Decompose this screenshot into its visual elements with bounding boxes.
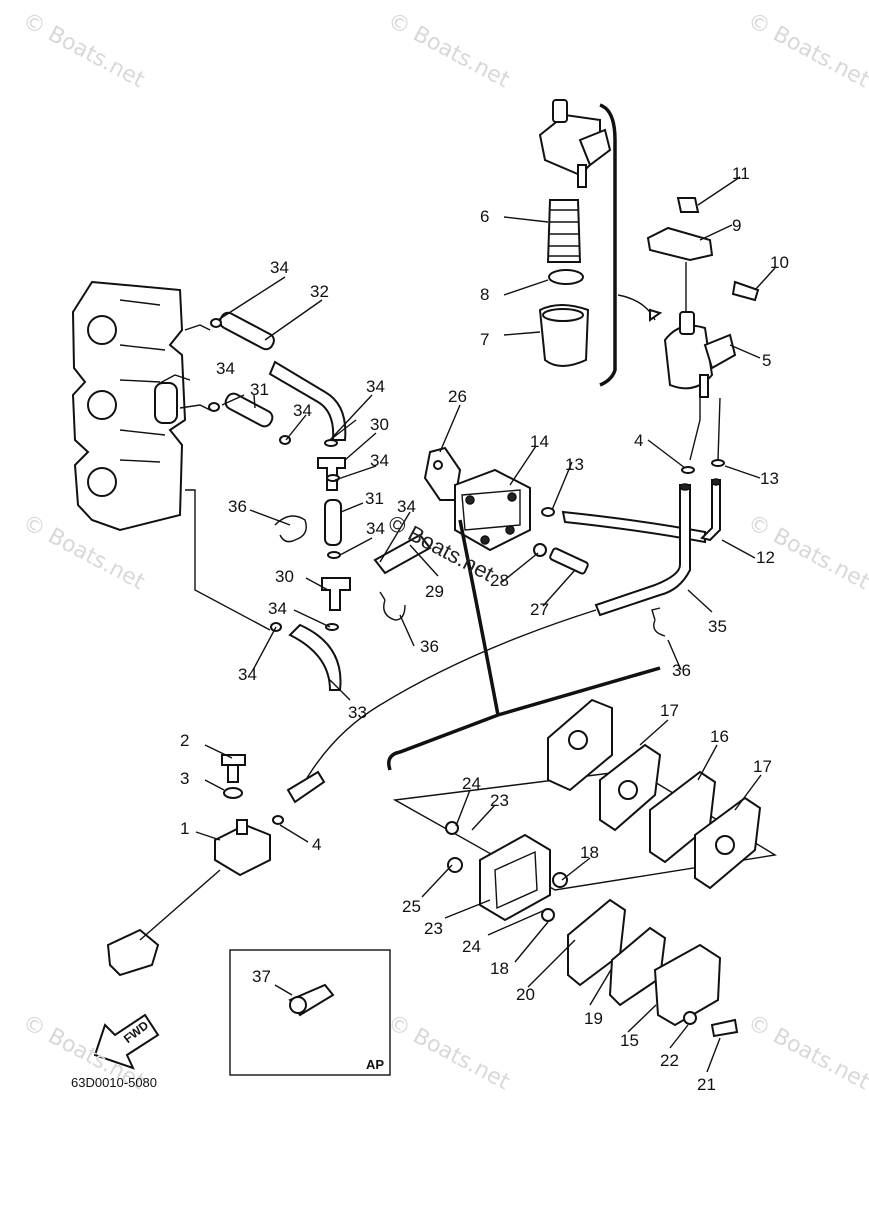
- clips-36: [274, 515, 666, 637]
- callout-label: 37: [252, 967, 271, 986]
- callout-label: 26: [448, 387, 467, 406]
- callout-label: 6: [480, 207, 489, 226]
- callout-label: 9: [732, 216, 741, 235]
- fuel-pump-assembly: [373, 446, 589, 575]
- callout-label: 27: [530, 600, 549, 619]
- primer-parts: [106, 754, 326, 977]
- callout-label: 15: [620, 1031, 639, 1050]
- callout-label: 33: [348, 703, 367, 722]
- callout-label: 13: [760, 469, 779, 488]
- callout-label: 34: [270, 258, 289, 277]
- callout-label: 13: [565, 455, 584, 474]
- callout-label: 24: [462, 774, 481, 793]
- callout-label: 36: [228, 497, 247, 516]
- callout-label: 30: [370, 415, 389, 434]
- callout-label: 23: [490, 791, 509, 810]
- callouts: 34 32 34 31 34 34 30 34 31 36 34 30 34 3…: [180, 164, 789, 1094]
- callout-label: 23: [424, 919, 443, 938]
- callout-label: 34: [238, 665, 257, 684]
- callout-label: 4: [634, 431, 643, 450]
- engine-block: [71, 280, 191, 532]
- fwd-arrow: [93, 1013, 160, 1070]
- callout-label: 17: [753, 757, 772, 776]
- callout-label: 31: [250, 380, 269, 399]
- pump-parts-exploded: [387, 519, 777, 1038]
- callout-label: 17: [660, 701, 679, 720]
- callout-label: 31: [365, 489, 384, 508]
- leader-lines: [195, 176, 776, 1073]
- callout-label: 7: [480, 330, 489, 349]
- callout-label: 22: [660, 1051, 679, 1070]
- callout-label: 32: [310, 282, 329, 301]
- fuel-filter-assembled: [646, 197, 760, 474]
- callout-label: 34: [268, 599, 287, 618]
- callout-label: 10: [770, 253, 789, 272]
- callout-label: 1: [180, 819, 189, 838]
- callout-label: 28: [490, 571, 509, 590]
- callout-label: 36: [672, 661, 691, 680]
- ap-label: AP: [366, 1057, 385, 1072]
- callout-label: 20: [516, 985, 535, 1004]
- callout-label: 30: [275, 567, 294, 586]
- callout-label: 12: [756, 548, 775, 567]
- callout-label: 18: [580, 843, 599, 862]
- diagram-code: 63D0010-5080: [71, 1075, 158, 1090]
- callout-label: 34: [366, 519, 385, 538]
- callout-label: 4: [312, 835, 321, 854]
- callout-label: 16: [710, 727, 729, 746]
- callout-label: 8: [480, 285, 489, 304]
- callout-label: 14: [530, 432, 549, 451]
- callout-label: 5: [762, 351, 771, 370]
- callout-label: 34: [366, 377, 385, 396]
- ap-box: [229, 949, 391, 1076]
- callout-label: 11: [732, 164, 750, 183]
- callout-label: 36: [420, 637, 439, 656]
- callout-label: 2: [180, 731, 189, 750]
- callout-label: 34: [216, 359, 235, 378]
- joints: [185, 457, 351, 691]
- callout-label: 19: [584, 1009, 603, 1028]
- callout-label: 3: [180, 769, 189, 788]
- fuel-hoses: [299, 478, 721, 791]
- callout-label: 25: [402, 897, 421, 916]
- callout-label: 35: [708, 617, 727, 636]
- callout-label: 34: [370, 451, 389, 470]
- callout-label: 24: [462, 937, 481, 956]
- callout-label: 21: [697, 1075, 716, 1094]
- callout-label: 18: [490, 959, 509, 978]
- upper-hoses: [179, 311, 347, 447]
- callout-label: 29: [425, 582, 444, 601]
- callout-label: 34: [397, 497, 416, 516]
- fuel-filter-exploded: [538, 99, 663, 387]
- callout-label: 34: [293, 401, 312, 420]
